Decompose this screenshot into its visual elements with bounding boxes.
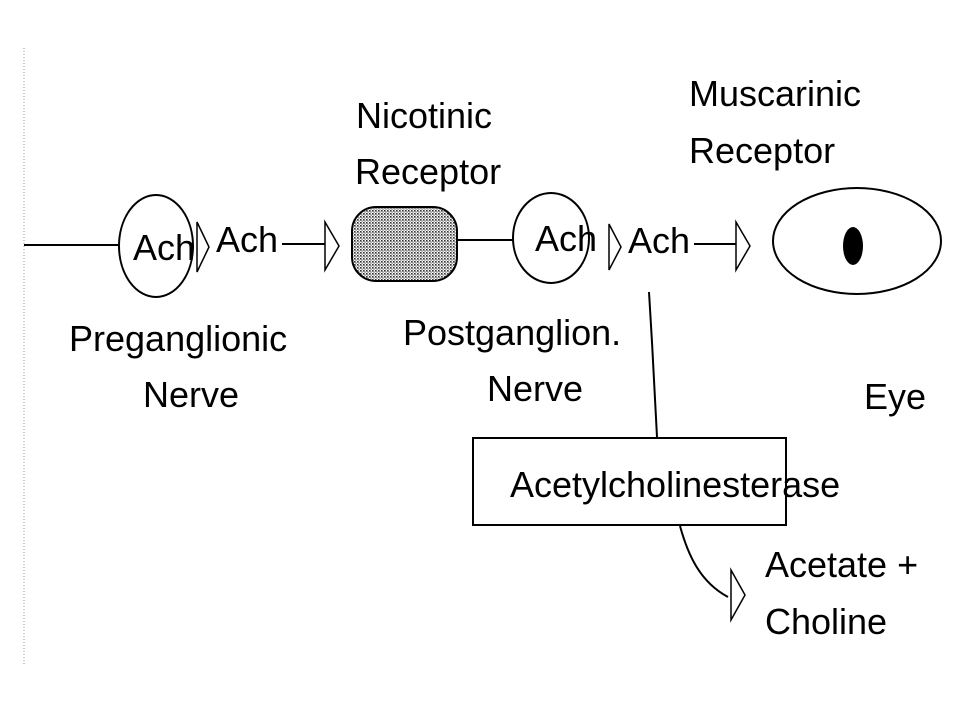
postganglionic-terminal-circle (512, 192, 590, 284)
release-arrow-2 (608, 223, 622, 271)
muscarinic-receptor-label-line1: Muscarinic (689, 73, 861, 114)
products-label-line1: Acetate + (765, 544, 918, 585)
ach-arrow-2-head (735, 219, 751, 273)
ach-label-3: Ach (535, 218, 597, 259)
postganglionic-nerve-label-line1: Postganglion. (403, 312, 621, 353)
products-label-line2: Choline (765, 601, 887, 642)
breakdown-path-curve (648, 291, 729, 598)
preganglionic-nerve-label-line1: Preganglionic (69, 318, 287, 359)
ach-label-2: Ach (216, 219, 278, 260)
enzyme-box (472, 437, 787, 526)
eye-pupil (843, 227, 863, 265)
preganglionic-terminal-circle (118, 194, 194, 298)
release-arrow-1 (196, 221, 210, 273)
eye-label: Eye (864, 376, 926, 417)
preganglionic-nerve-label-line2: Nerve (143, 374, 239, 415)
ach-label-4: Ach (628, 220, 690, 261)
muscarinic-receptor-label-line2: Receptor (689, 130, 835, 171)
breakdown-arrow-head (730, 567, 746, 623)
ach-label-1: Ach (133, 227, 195, 268)
nicotinic-receptor-label-line2: Receptor (355, 151, 501, 192)
ach-arrow-1-head (324, 219, 340, 273)
nicotinic-receptor-label-line1: Nicotinic (356, 95, 492, 136)
enzyme-label: Acetylcholinesterase (510, 464, 840, 505)
postganglionic-nerve-label-line2: Nerve (487, 368, 583, 409)
nicotinic-receptor-shape (351, 206, 458, 282)
